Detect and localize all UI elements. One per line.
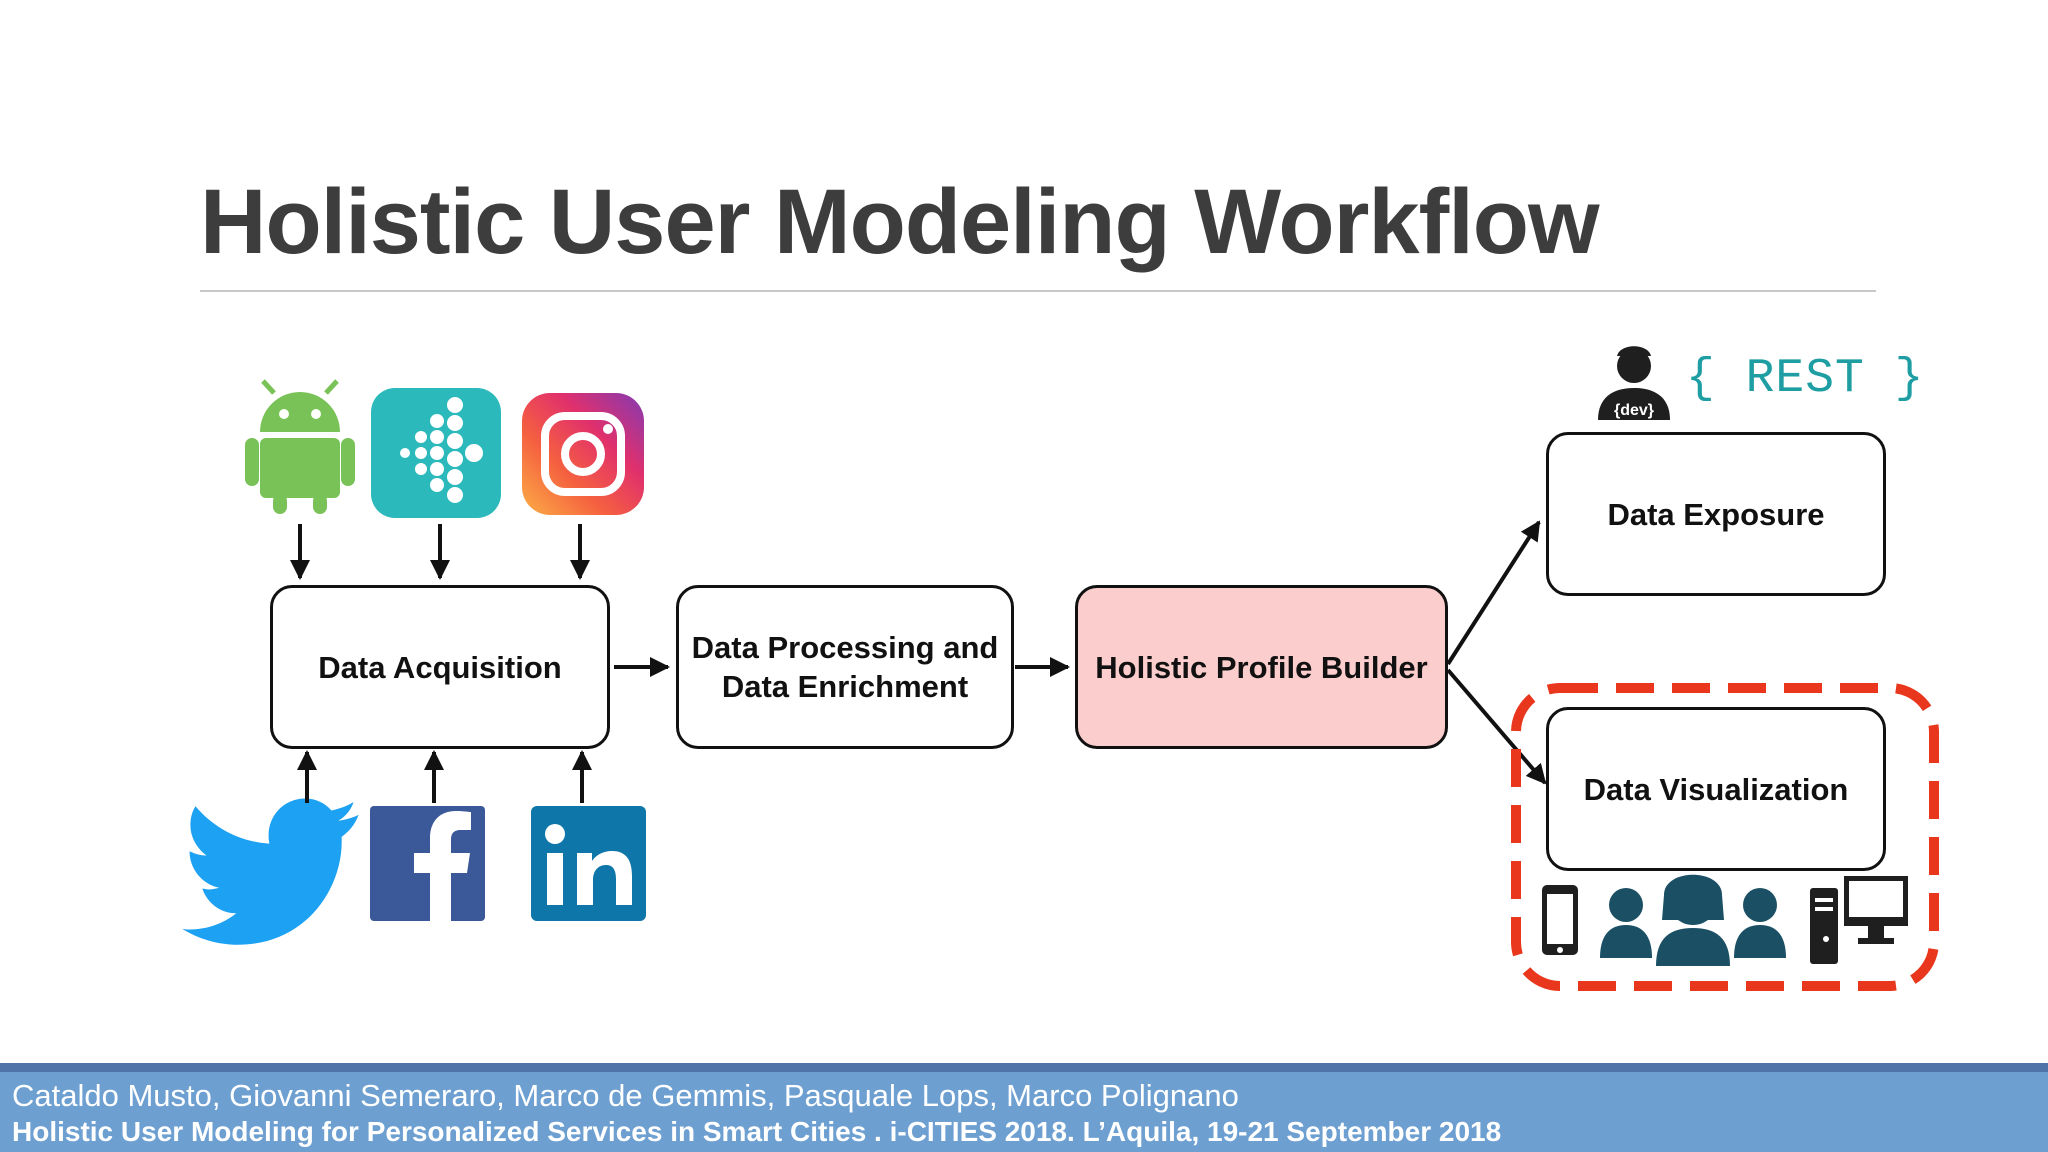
dev-label: {dev} <box>1614 402 1654 419</box>
linkedin-icon <box>531 806 646 921</box>
data-processing-box: Data Processing and Data Enrichment <box>676 585 1014 749</box>
data-acquisition-box: Data Acquisition <box>270 585 610 749</box>
arrow-profile-to-visualization <box>1446 668 1547 785</box>
smartphone-icon <box>1542 885 1578 955</box>
android-icon <box>245 379 355 514</box>
footer-venue: Holistic User Modeling for Personalized … <box>12 1116 1502 1147</box>
holistic-profile-builder-box: Holistic Profile Builder <box>1075 585 1448 749</box>
holistic-profile-builder-label: Holistic Profile Builder <box>1095 649 1428 685</box>
rest-label: { REST } <box>1686 352 1925 406</box>
arrow-profile-to-exposure <box>1446 520 1541 666</box>
footer-authors: Cataldo Musto, Giovanni Semeraro, Marco … <box>12 1078 1239 1113</box>
footer-bar <box>0 1063 2048 1152</box>
data-processing-label-line1: Data Processing and <box>691 630 999 665</box>
data-exposure-box: Data Exposure <box>1546 432 1886 596</box>
facebook-icon <box>370 806 485 921</box>
data-processing-label-line2: Data Enrichment <box>721 669 969 704</box>
visualization-highlight <box>1511 683 1939 991</box>
developer-icon <box>1598 346 1670 420</box>
instagram-icon <box>522 393 644 515</box>
data-acquisition-label: Data Acquisition <box>318 649 562 685</box>
data-visualization-label: Data Visualization <box>1583 771 1849 807</box>
title-divider <box>200 290 1876 292</box>
data-exposure-label: Data Exposure <box>1607 496 1825 532</box>
twitter-icon <box>181 798 359 945</box>
users-icon <box>1600 874 1786 966</box>
slide-title: Holistic User Modeling Workflow <box>200 171 1600 273</box>
footer-accent-strip <box>0 1063 2048 1072</box>
data-visualization-box: Data Visualization <box>1546 707 1886 871</box>
desktop-computer-icon <box>1810 876 1908 964</box>
fitbit-icon <box>371 388 501 518</box>
